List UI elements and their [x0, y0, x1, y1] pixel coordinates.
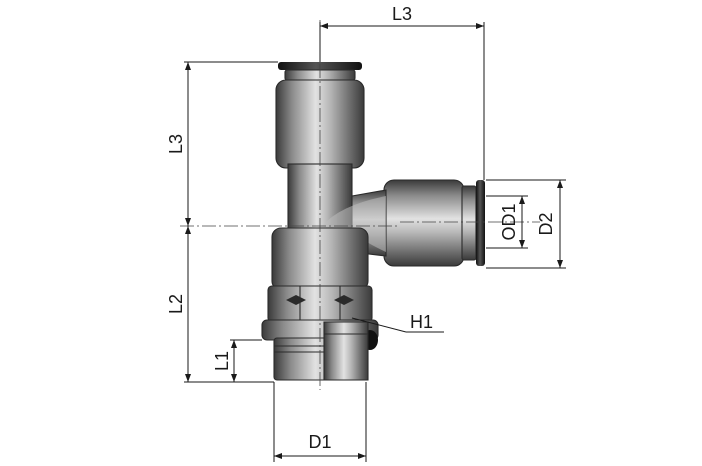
- branch-collet-ring: [476, 180, 485, 266]
- dimension-lines: [184, 22, 566, 462]
- dim-label-l3-top: L3: [392, 4, 412, 24]
- hex-notch-left: [286, 295, 306, 305]
- branch-collet: [461, 185, 477, 261]
- center-lines: [180, 20, 540, 390]
- dim-label-l1: L1: [212, 351, 232, 371]
- dim-label-d2: D2: [536, 212, 556, 235]
- branch-saddle: [322, 196, 386, 252]
- dim-label-d1: D1: [308, 432, 331, 452]
- hex-notch-right: [334, 295, 354, 305]
- dim-label-l3-left: L3: [166, 134, 186, 154]
- dim-label-h1: H1: [410, 312, 433, 332]
- fitting-body: [261, 62, 485, 381]
- section-cutaway: [323, 321, 369, 381]
- dim-label-l2: L2: [166, 294, 186, 314]
- dim-label-od1: OD1: [499, 203, 519, 240]
- branch-sleeve: [383, 179, 465, 267]
